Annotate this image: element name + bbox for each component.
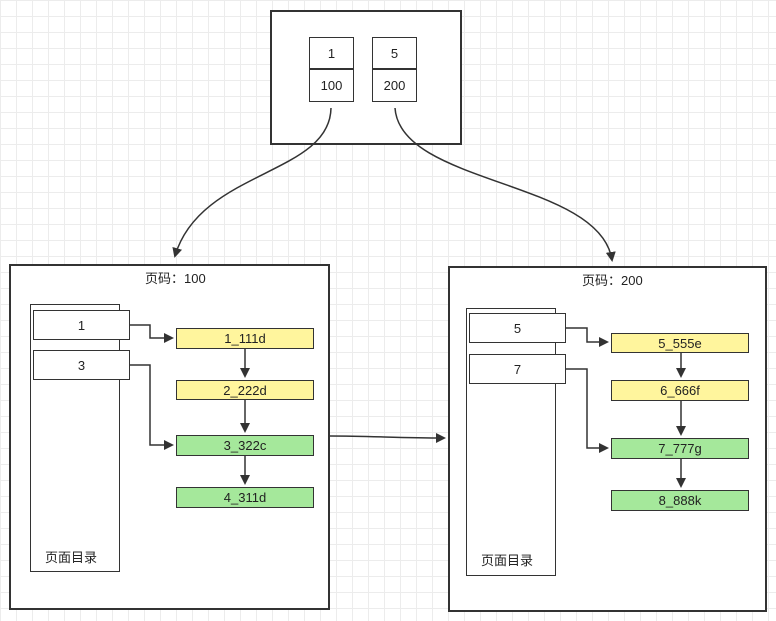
root-entry-1-page: 100 — [309, 69, 354, 102]
page-200-directory-label: 页面目录 — [481, 553, 534, 568]
page-100-record-1: 1_111d — [176, 328, 314, 349]
page-200-record-5: 5_555e — [611, 333, 749, 353]
root-entry-1-key: 1 — [309, 37, 354, 69]
page-100-directory — [30, 304, 120, 572]
arrow-slot-1-to-record-1 — [130, 324, 174, 343]
page-100-record-2: 2_222d — [176, 380, 314, 400]
page-200-title: 页码：200 — [582, 273, 643, 288]
page-200-record-7: 7_777g — [611, 438, 749, 459]
page-200-record-8: 8_888k — [611, 490, 749, 511]
arrow-slot-5-to-record-5 — [566, 327, 609, 347]
page-200-slot-7: 7 — [469, 354, 566, 384]
page-200-record-6: 6_666f — [611, 380, 749, 401]
page-100-record-3: 3_322c — [176, 435, 314, 456]
page-100-record-4: 4_311d — [176, 487, 314, 508]
arrow-page-100-to-page-200 — [329, 432, 446, 443]
page-100-slot-1: 1 — [33, 310, 130, 340]
page-100-slot-3: 3 — [33, 350, 130, 380]
arrow-slot-7-to-record-7 — [566, 368, 609, 453]
arrow-root-to-page-100 — [172, 107, 332, 258]
root-entry-2-key: 5 — [372, 37, 417, 69]
page-100-directory-label: 页面目录 — [45, 550, 98, 565]
page-100-title: 页码：100 — [145, 271, 206, 286]
page-200-slot-5: 5 — [469, 313, 566, 343]
page-200-directory — [466, 308, 556, 576]
root-entry-2-page: 200 — [372, 69, 417, 102]
arrow-root-to-page-200 — [394, 107, 616, 262]
root-node — [270, 10, 462, 145]
arrow-slot-3-to-record-3 — [130, 364, 174, 450]
